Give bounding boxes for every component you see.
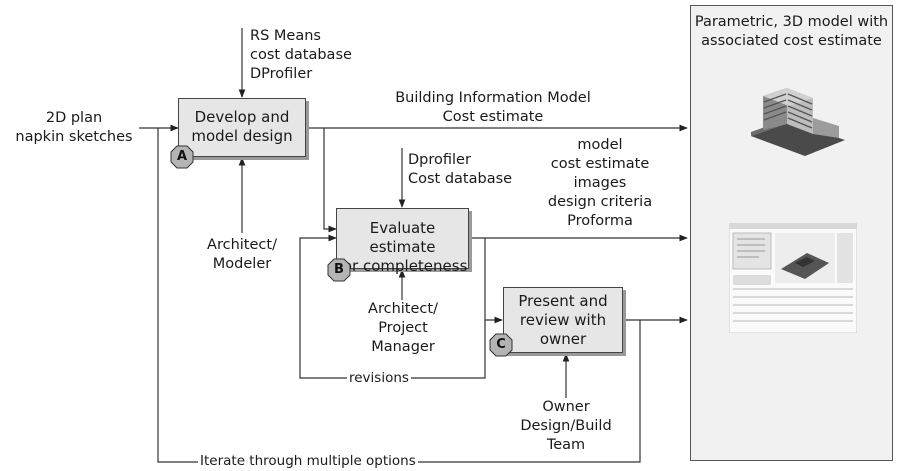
role-architect-pm-line-2: Project [378, 320, 428, 336]
output-evaluation-line-1: model [577, 137, 623, 153]
iterate-label: Iterate through multiple options [198, 452, 418, 471]
role-architect-modeler: Architect/ Modeler [196, 236, 288, 274]
output-panel: Parametric, 3D model with associated cos… [690, 5, 893, 461]
input-dprofiler: Dprofiler Cost database [408, 151, 512, 189]
output-evaluation-line-3: images [573, 175, 627, 191]
role-architect-modeler-line-1: Architect/ [207, 237, 277, 253]
role-architect-project-manager: Architect/ Project Manager [357, 300, 449, 357]
output-evaluation-line-5: Proforma [567, 213, 633, 229]
output-panel-title-line-1: Parametric, 3D model with [694, 14, 889, 30]
arrow-b-to-c [484, 238, 503, 324]
step-c-line-1: Present and [518, 292, 608, 310]
step-c-line-2: review with [519, 311, 607, 329]
role-architect-pm-line-3: Manager [371, 339, 435, 355]
revisions-label-text: revisions [347, 370, 411, 386]
output-evaluation-line-2: cost estimate [550, 156, 650, 172]
input-rs-means-line-1: RS Means [250, 28, 321, 44]
role-architect-pm-line-1: Architect/ [368, 301, 438, 317]
software-screenshot-image [729, 223, 857, 333]
step-b-box: Evaluate estimate for completeness [336, 208, 469, 275]
step-c-line-3: owner [539, 330, 587, 348]
step-b-line-2: for completeness [337, 257, 468, 275]
step-c-badge-label: C [496, 337, 506, 352]
step-b-line-1: Evaluate estimate [369, 219, 436, 256]
input-2d-plan-line-1: 2D plan [45, 110, 103, 126]
output-panel-title: Parametric, 3D model with associated cos… [691, 13, 892, 51]
output-panel-title-line-2: associated cost estimate [701, 33, 882, 49]
revisions-label: revisions [347, 369, 411, 388]
role-owner-line-1: Owner [542, 399, 590, 415]
input-rs-means-line-3: DProfiler [250, 66, 313, 82]
output-evaluation-label: model cost estimate images design criter… [536, 136, 664, 231]
input-rs-means-line-2: cost database [250, 47, 352, 63]
step-a-badge: A [170, 145, 194, 169]
step-b-badge-label: B [334, 262, 344, 277]
building-model-image [751, 88, 845, 156]
step-a-line-2: model design [191, 127, 293, 145]
input-2d-plan: 2D plan napkin sketches [8, 109, 140, 147]
output-bim-label: Building Information Model Cost estimate [383, 89, 603, 127]
iterate-label-text: Iterate through multiple options [198, 453, 418, 469]
revisions-loop [299, 234, 486, 379]
input-dprofiler-line-2: Cost database [408, 171, 513, 187]
role-architect-modeler-line-2: Modeler [212, 256, 272, 272]
role-owner: Owner Design/Build Team [520, 398, 612, 455]
input-rs-means: RS Means cost database DProfiler [250, 27, 352, 84]
output-bim-line-2: Cost estimate [442, 109, 544, 125]
input-2d-plan-line-2: napkin sketches [15, 129, 133, 145]
role-owner-line-3: Team [546, 437, 586, 453]
arrow-a-to-b [323, 128, 337, 233]
output-bim-line-1: Building Information Model [395, 90, 591, 106]
step-c-badge: C [489, 333, 513, 357]
step-b-badge: B [327, 258, 351, 282]
step-a-line-1: Develop and [194, 108, 290, 126]
step-a-box: Develop and model design [178, 98, 306, 157]
input-dprofiler-line-1: Dprofiler [408, 152, 471, 168]
output-evaluation-line-4: design criteria [547, 194, 653, 210]
step-c-box: Present and review with owner [503, 287, 623, 353]
role-owner-line-2: Design/Build [520, 418, 612, 434]
step-a-badge-label: A [176, 149, 188, 164]
